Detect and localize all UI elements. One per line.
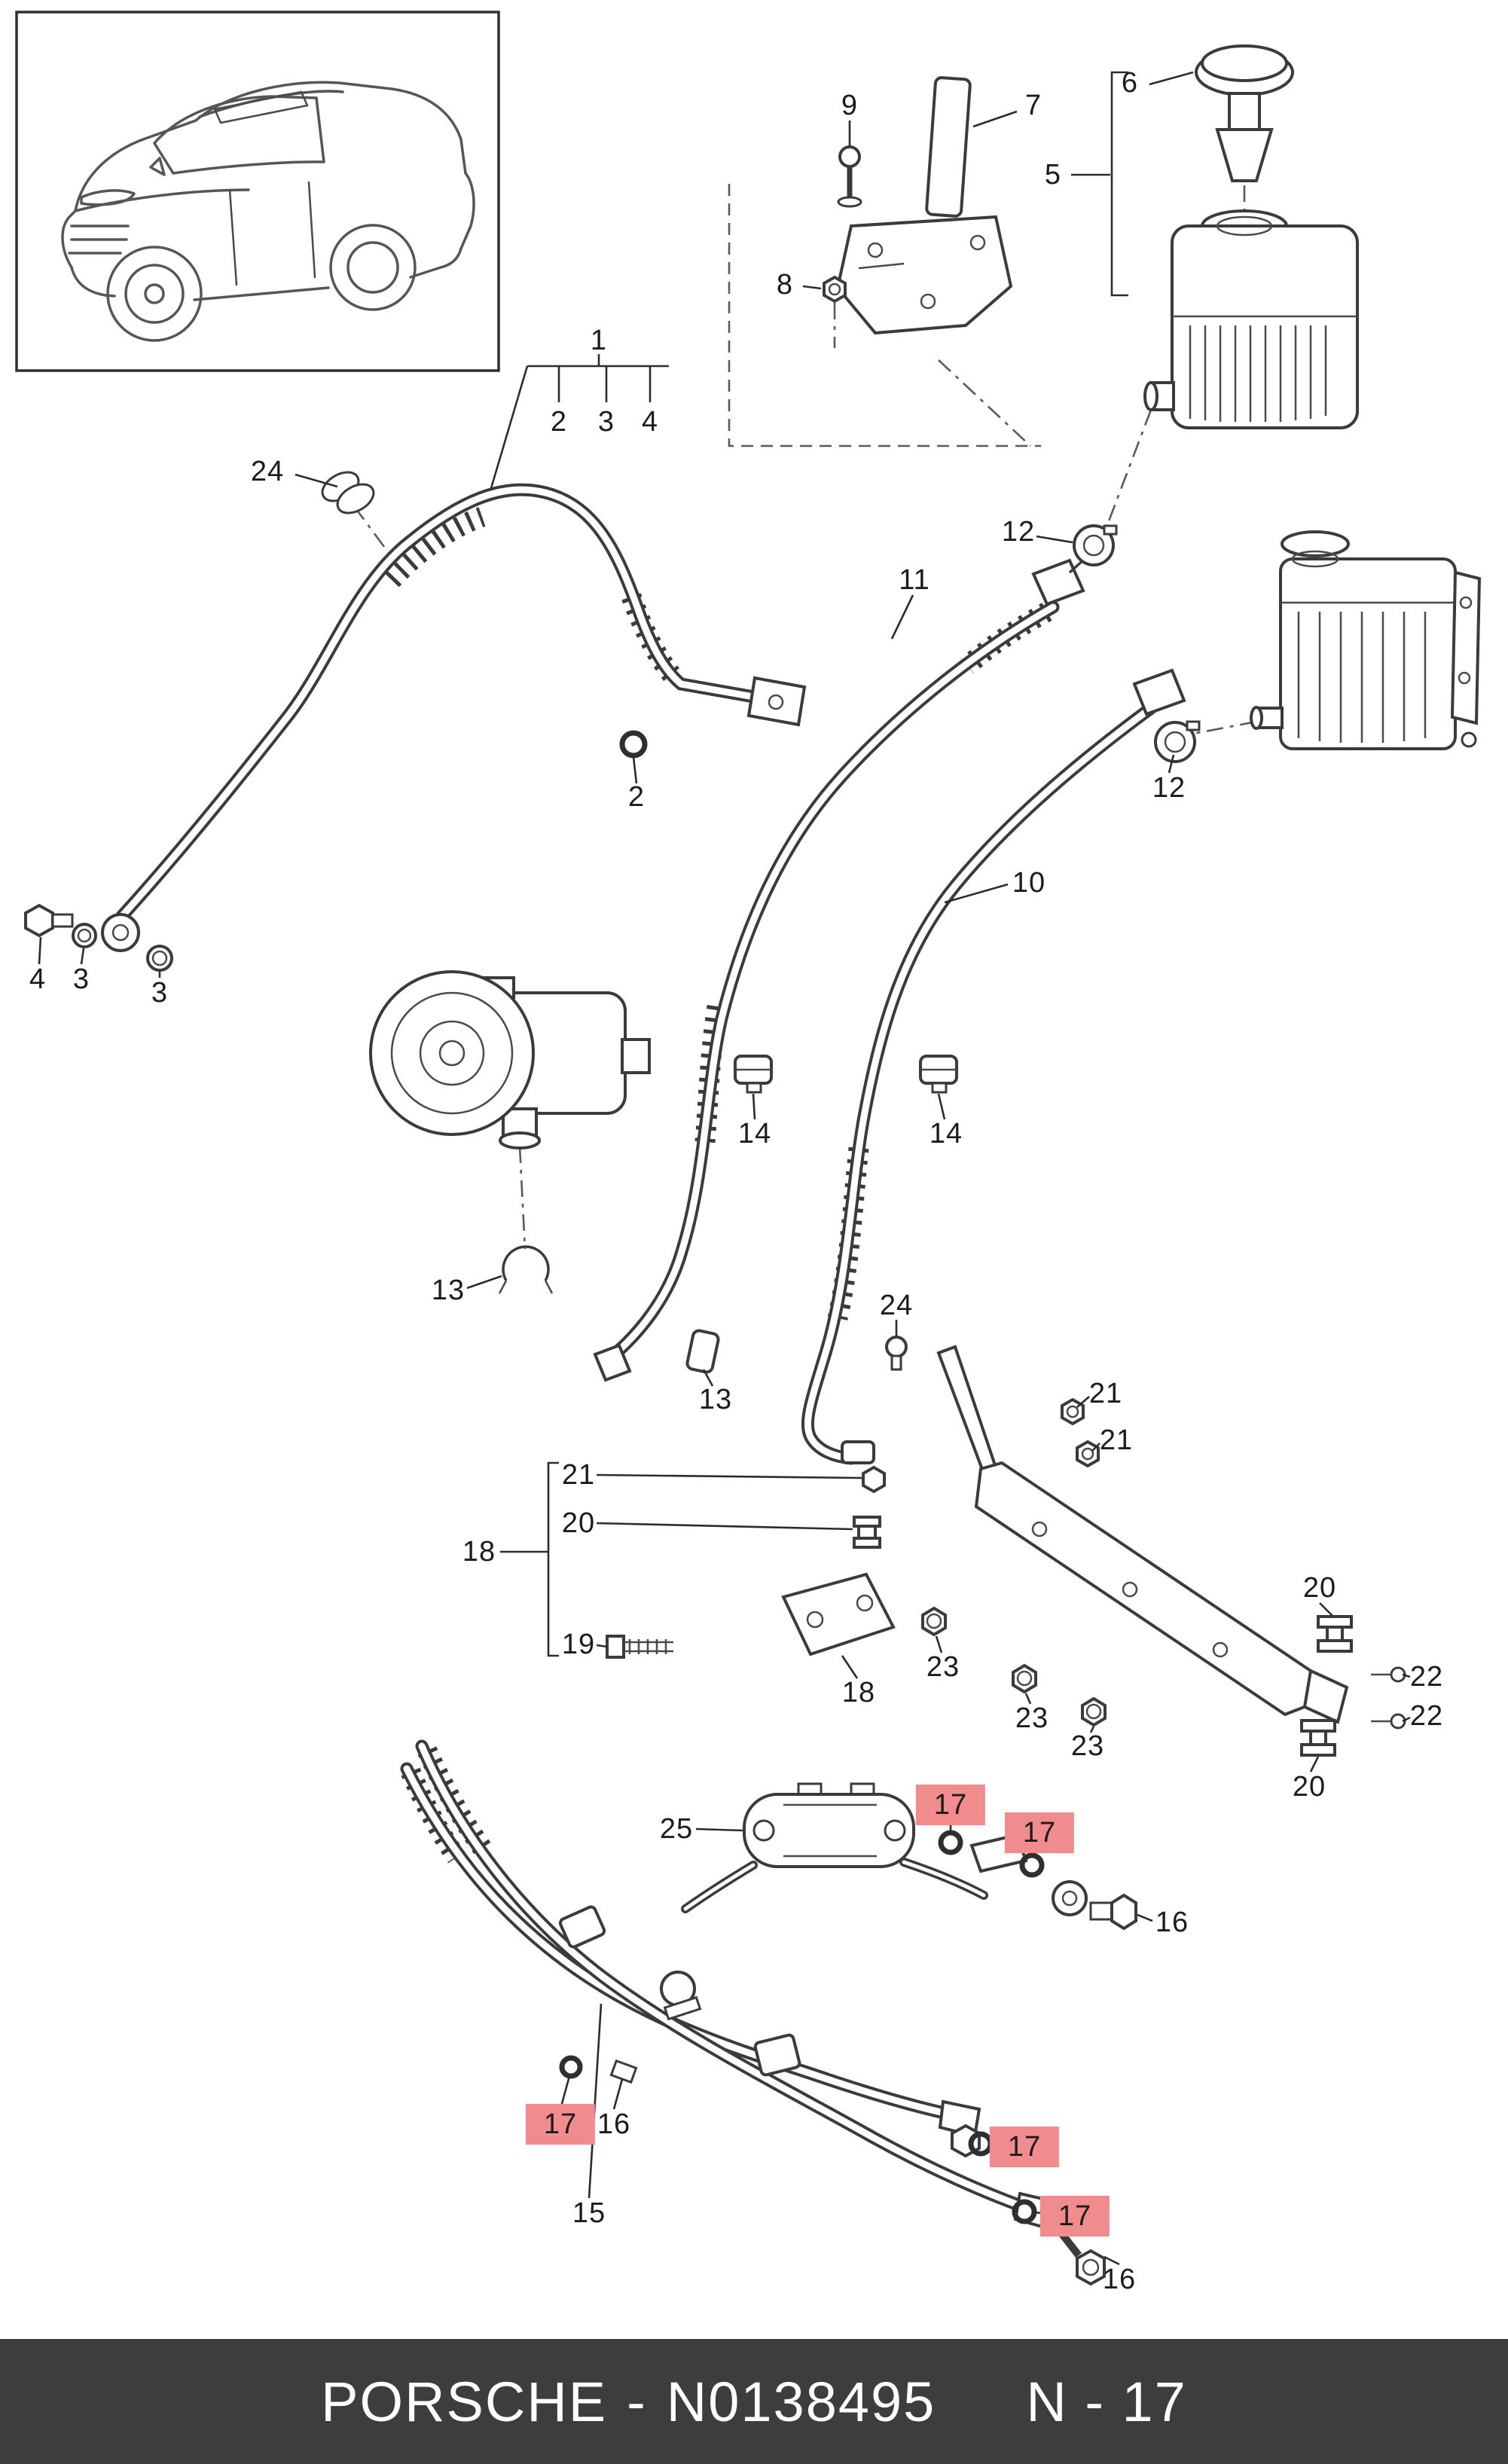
part-label-22[interactable]: 22 — [1409, 1661, 1444, 1693]
pump-group — [369, 970, 651, 1294]
part-label-18[interactable]: 18 — [841, 1677, 876, 1708]
part-label-12[interactable]: 12 — [1001, 516, 1036, 548]
clamps-group — [734, 1055, 958, 1371]
part-label-4[interactable]: 4 — [641, 406, 659, 438]
part-label-12[interactable]: 12 — [1152, 772, 1186, 804]
footer-separator: - — [627, 2370, 647, 2433]
footer-page-code: N - 17 — [1026, 2370, 1187, 2433]
part-label-20[interactable]: 20 — [561, 1507, 596, 1539]
part-label-14[interactable]: 14 — [929, 1118, 963, 1150]
part-label-13[interactable]: 13 — [698, 1384, 733, 1415]
part-label-21[interactable]: 21 — [561, 1459, 596, 1491]
reservoir-group — [1071, 44, 1359, 429]
part-label-7[interactable]: 7 — [1024, 90, 1042, 121]
part-label-22[interactable]: 22 — [1409, 1700, 1444, 1732]
suction-hose-group — [593, 524, 1118, 1382]
part-label-20[interactable]: 20 — [1292, 1771, 1326, 1803]
part-label-4[interactable]: 4 — [29, 963, 47, 995]
part-label-15[interactable]: 15 — [572, 2197, 606, 2229]
part-label-23[interactable]: 23 — [1015, 1702, 1049, 1734]
mounting-bracket-group — [823, 76, 1013, 335]
cooler-group — [743, 1782, 915, 1868]
part-label-8[interactable]: 8 — [776, 269, 794, 301]
part-label-2[interactable]: 2 — [627, 781, 646, 813]
part-label-3[interactable]: 3 — [597, 406, 615, 438]
reference-reservoir — [1250, 530, 1482, 750]
part-label-10[interactable]: 10 — [1012, 867, 1046, 899]
part-label-3[interactable]: 3 — [151, 977, 169, 1009]
footer-brand: PORSCHE — [321, 2370, 608, 2433]
part-label-16[interactable]: 16 — [597, 2108, 631, 2140]
part-label-11[interactable]: 11 — [899, 564, 930, 596]
part-label-16[interactable]: 16 — [1155, 1907, 1189, 1938]
part-label-25[interactable]: 25 — [659, 1813, 694, 1845]
part-label-17-highlighted[interactable]: 17 — [1004, 1812, 1075, 1853]
part-label-19[interactable]: 19 — [561, 1629, 596, 1660]
part-label-9[interactable]: 9 — [841, 90, 859, 121]
part-label-17-highlighted[interactable]: 17 — [915, 1785, 986, 1825]
construction-lines — [353, 184, 1257, 1250]
part-label-21[interactable]: 21 — [1099, 1424, 1134, 1456]
part-label-5[interactable]: 5 — [1044, 159, 1062, 191]
part-label-18[interactable]: 18 — [462, 1536, 496, 1568]
footer-part-number: N0138495 — [666, 2370, 936, 2433]
part-label-17-highlighted[interactable]: 17 — [525, 2104, 596, 2145]
part-label-13[interactable]: 13 — [431, 1275, 466, 1306]
part-label-21[interactable]: 21 — [1088, 1378, 1123, 1409]
part-label-24[interactable]: 24 — [879, 1290, 914, 1321]
part-label-17-highlighted[interactable]: 17 — [1039, 2196, 1110, 2237]
part-label-24[interactable]: 24 — [250, 456, 285, 487]
part-label-2[interactable]: 2 — [550, 406, 568, 438]
part-label-3[interactable]: 3 — [72, 963, 90, 995]
part-label-6[interactable]: 6 — [1121, 67, 1139, 99]
bracket-rail-group — [547, 1345, 1406, 1757]
part-label-1[interactable]: 1 — [590, 325, 608, 356]
part-label-16[interactable]: 16 — [1102, 2264, 1137, 2295]
part-label-23[interactable]: 23 — [926, 1651, 960, 1683]
part-label-20[interactable]: 20 — [1302, 1572, 1337, 1604]
leader-lines — [38, 71, 1411, 2266]
return-hose-group — [24, 471, 807, 972]
part-label-14[interactable]: 14 — [737, 1118, 772, 1150]
pressure-hose-group — [801, 668, 1201, 1465]
car-thumbnail — [15, 11, 500, 372]
footer-bar: PORSCHE - N0138495 N - 17 — [0, 2339, 1508, 2464]
part-label-23[interactable]: 23 — [1070, 1730, 1105, 1762]
part-label-17-highlighted[interactable]: 17 — [989, 2127, 1060, 2167]
